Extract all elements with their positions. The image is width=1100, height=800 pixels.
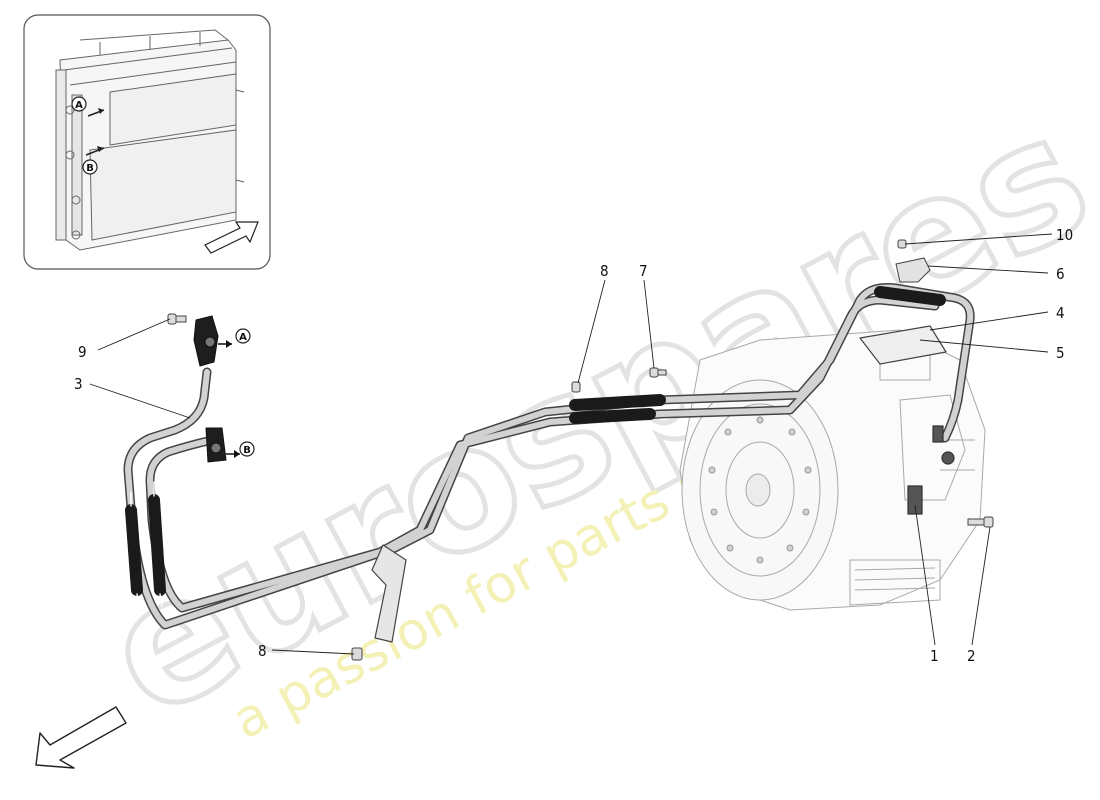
callout-8-top: 8 [600, 262, 609, 280]
part-nut-10 [897, 239, 907, 249]
part-clamp-6 [895, 257, 931, 283]
part-bolt-2 [967, 516, 994, 528]
direction-arrow [35, 706, 127, 769]
callout-4: 4 [1056, 304, 1065, 322]
callout-3: 3 [74, 375, 83, 393]
leader-10 [904, 233, 1053, 245]
leader-2 [971, 526, 991, 646]
inset-marker-b-label: B [86, 163, 94, 174]
quick-connector-a: A [193, 315, 251, 367]
transmission-connectors [907, 425, 955, 515]
callout-7: 7 [639, 262, 648, 280]
marker-a-label: A [239, 332, 247, 343]
leader-1 [914, 504, 936, 646]
part-bolt-8-top [571, 381, 581, 393]
marker-b-label: B [243, 445, 251, 456]
inset-direction-arrow [204, 221, 259, 254]
inset-radiator-view: A B [23, 14, 271, 270]
callout-9: 9 [78, 343, 87, 361]
leader-8-bottom [271, 649, 355, 655]
leader-9 [97, 318, 171, 351]
inset-marker-a-label: A [75, 100, 83, 111]
flange-holes [708, 416, 812, 564]
callout-6: 6 [1056, 265, 1065, 283]
callout-2: 2 [967, 647, 976, 665]
part-screw-9 [167, 313, 187, 325]
callout-5: 5 [1056, 344, 1065, 362]
leader-7 [643, 279, 655, 369]
flexible-hoses [125, 286, 946, 596]
leader-5 [919, 339, 1049, 353]
callout-numbers: 9 3 8 7 8 10 6 4 5 1 2 [74, 226, 1073, 665]
callout-10: 10 [1056, 226, 1073, 244]
pipe-bracket-lower [371, 544, 407, 643]
radiator-drawing [55, 29, 245, 251]
leader-3 [89, 383, 191, 419]
callout-1: 1 [930, 647, 939, 665]
callout-8-bottom: 8 [258, 642, 267, 660]
leader-4 [929, 311, 1049, 331]
cooler-lines [123, 283, 975, 643]
pipe-bracket-upper [859, 325, 947, 365]
leader-8-top [577, 279, 606, 384]
inset-marker-a: A [71, 96, 105, 117]
leader-6 [927, 265, 1049, 274]
leader-lines [89, 233, 1053, 655]
transmission-housing [679, 329, 986, 611]
quick-connector-b: B [205, 427, 255, 463]
inset-marker-b: B [82, 146, 105, 175]
